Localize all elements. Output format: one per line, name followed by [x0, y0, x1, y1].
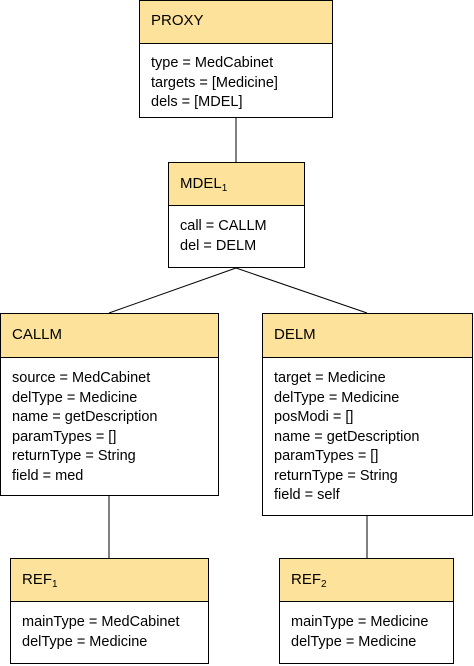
attribute-line: field = med — [12, 467, 84, 484]
attribute-line: name = getDescription — [12, 409, 158, 425]
node-ref1-subscript: 1 — [52, 579, 58, 590]
attribute-line: target = Medicine — [274, 370, 386, 386]
node-ref1-attributes: mainType = MedCabinet delType = Medicine — [11, 602, 208, 652]
node-ref2: REF2 mainType = Medicine delType = Medic… — [279, 558, 454, 664]
attribute-line: paramTypes = [] — [12, 428, 117, 445]
attribute-line: source = MedCabinet — [12, 370, 151, 386]
attribute-line: posModi = [] — [274, 409, 354, 425]
attribute-line: field = self — [274, 487, 340, 503]
attribute-line: call = CALLM — [180, 218, 267, 234]
node-ref1: REF1 mainType = MedCabinet delType = Med… — [10, 558, 209, 664]
attribute-line: mainType = MedCabinet — [22, 614, 180, 630]
attribute-line: paramTypes = [] — [274, 448, 379, 464]
node-ref2-title: REF2 — [280, 559, 453, 602]
node-callm: CALLM source = MedCabinet delType = Medi… — [0, 313, 219, 496]
attribute-line: targets = [Medicine] — [151, 74, 278, 91]
node-mdel-subscript: 1 — [221, 183, 228, 194]
node-delm-title-text: DELM — [274, 326, 316, 343]
node-proxy: PROXY type = MedCabinet targets = [Medic… — [139, 0, 333, 118]
attribute-line: del = DELM — [180, 237, 257, 254]
node-ref2-subscript: 2 — [321, 579, 327, 590]
node-callm-title-text: CALLM — [12, 326, 63, 343]
attribute-line: type = MedCabinet — [151, 55, 274, 71]
node-proxy-title-text: PROXY — [151, 12, 204, 29]
edge-mdel-callm — [108, 267, 237, 314]
attribute-line: delType = Medicine — [22, 633, 148, 650]
node-mdel-attributes: call = CALLM del = DELM — [169, 206, 304, 256]
node-delm-attributes: target = Medicine delType = Medicine pos… — [263, 358, 472, 506]
node-proxy-attributes: type = MedCabinet targets = [Medicine] d… — [140, 44, 332, 113]
node-mdel-title: MDEL1 — [169, 163, 304, 206]
node-mdel: MDEL1 call = CALLM del = DELM — [168, 162, 305, 268]
attribute-line: returnType = String — [274, 467, 398, 484]
attribute-line: mainType = Medicine — [291, 614, 429, 630]
node-delm: DELM target = Medicine delType = Medicin… — [262, 313, 473, 516]
node-callm-title: CALLM — [1, 314, 218, 358]
node-ref2-attributes: mainType = Medicine delType = Medicine — [280, 602, 453, 652]
node-proxy-title: PROXY — [140, 1, 332, 44]
attribute-line: delType = Medicine — [274, 389, 400, 406]
attribute-line: name = getDescription — [274, 428, 420, 445]
node-ref2-title-text: REF — [291, 571, 321, 588]
attribute-line: delType = Medicine — [12, 389, 138, 406]
attribute-line: dels = [MDEL] — [151, 94, 243, 110]
edge-mdel-delm — [235, 267, 368, 314]
node-mdel-title-text: MDEL — [180, 175, 222, 192]
attribute-line: delType = Medicine — [291, 633, 417, 650]
attribute-line: returnType = String — [12, 448, 136, 464]
node-ref1-title: REF1 — [11, 559, 208, 602]
node-delm-title: DELM — [263, 314, 472, 358]
node-ref1-title-text: REF — [22, 571, 52, 588]
node-callm-attributes: source = MedCabinet delType = Medicine n… — [1, 358, 218, 486]
